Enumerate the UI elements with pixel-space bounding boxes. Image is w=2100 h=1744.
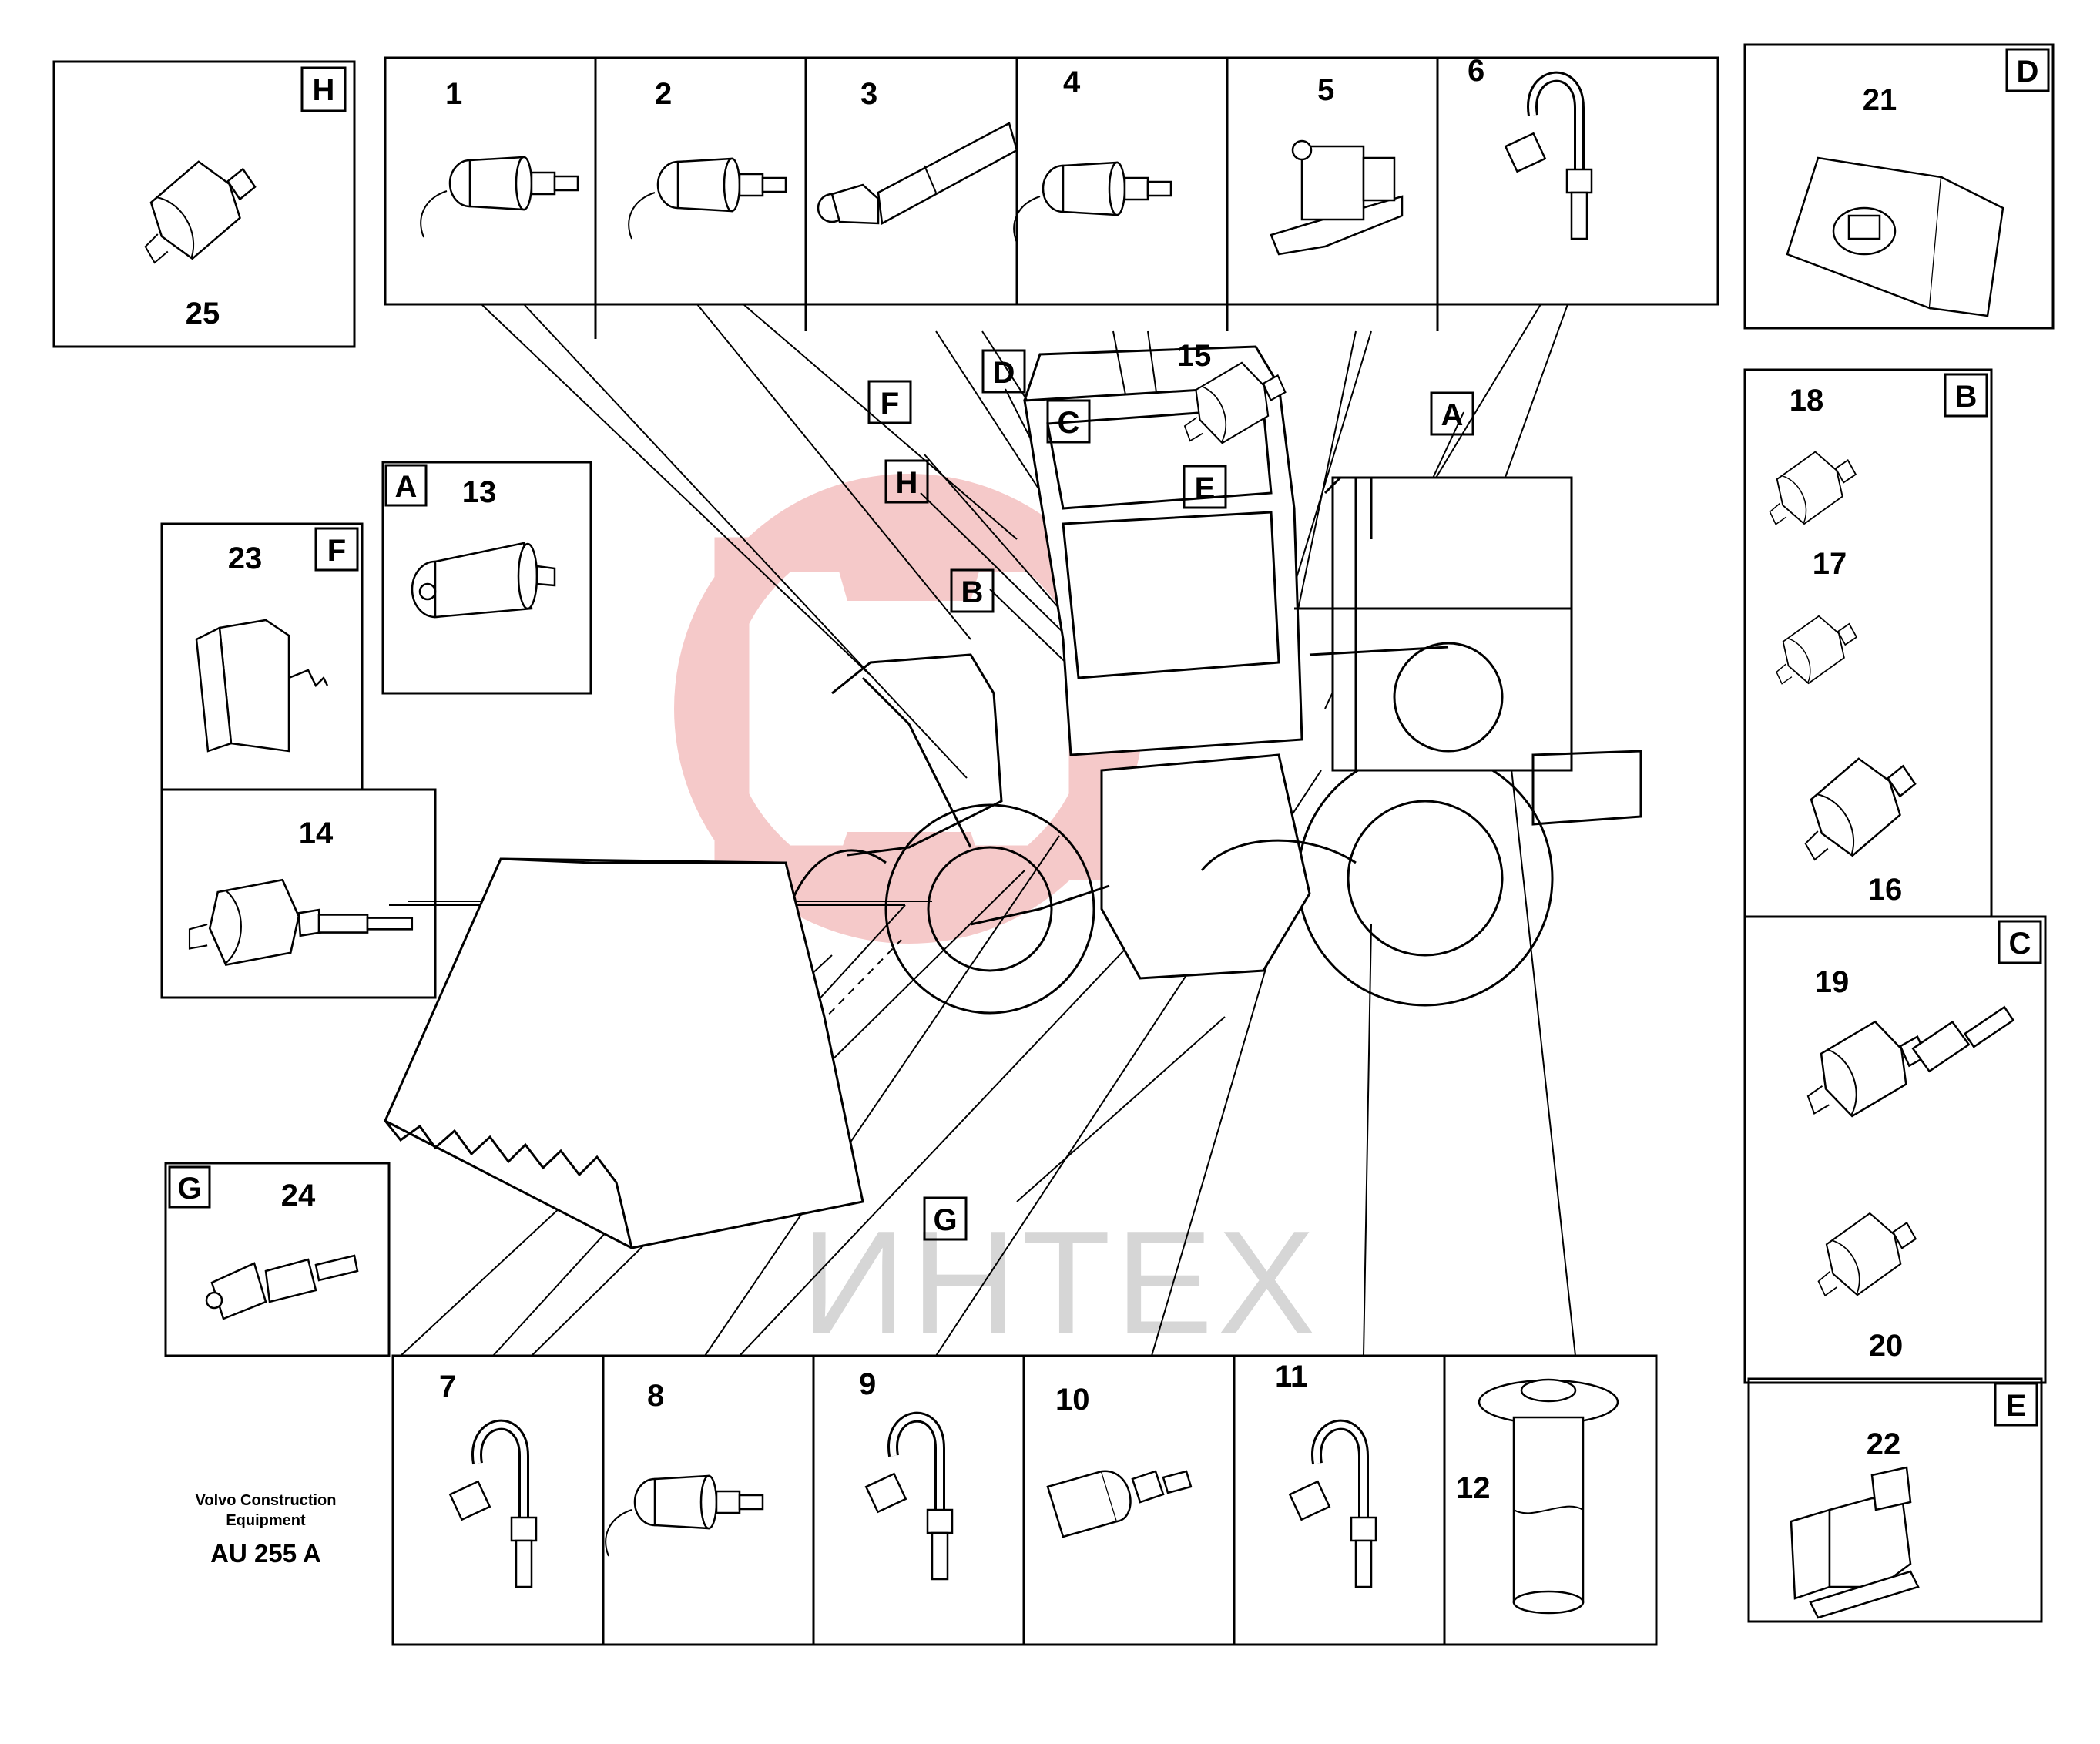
part-6-icon [1505, 77, 1592, 239]
group-box-a: A 13 [381, 461, 592, 695]
part-4-icon [1013, 161, 1172, 244]
part-3-number: 3 [860, 77, 877, 111]
part-24-icon [205, 1254, 359, 1320]
part-13-icon [411, 542, 556, 619]
part-12-number: 12 [1456, 1471, 1491, 1505]
caption-company-line2: Equipment [226, 1512, 306, 1529]
part-17-number: 17 [1813, 547, 1847, 581]
group-letter-g: G [177, 1172, 201, 1206]
part-7-number: 7 [439, 1370, 456, 1404]
machine-label-c: C [1058, 406, 1080, 440]
group-letter-b: B [1955, 380, 1978, 414]
bottom-parts-panel: 7 8 9 10 11 12 [391, 1354, 1658, 1646]
part-5-number: 5 [1317, 73, 1334, 107]
part-8-icon [605, 1474, 764, 1558]
part-20-number: 20 [1869, 1329, 1904, 1363]
part-22-number: 22 [1867, 1427, 1901, 1461]
part-16-icon [1780, 740, 1932, 874]
group-box-c: C 19 20 [1743, 915, 2047, 1384]
part-14-icon [188, 878, 414, 966]
part-13-number: 13 [462, 475, 497, 509]
machine-label-g: G [933, 1203, 957, 1237]
part-23-icon [195, 619, 329, 753]
part-2-number: 2 [655, 77, 672, 111]
part-24-number: 24 [281, 1179, 316, 1212]
machine-label-f: F [881, 387, 899, 421]
group-letter-f: F [327, 534, 346, 568]
part-10-icon [1046, 1470, 1193, 1538]
caption-company: Volvo Construction [195, 1492, 337, 1509]
part-23-number: 23 [228, 542, 263, 575]
part-25-icon [120, 143, 272, 277]
part-11-icon [1290, 1425, 1376, 1587]
part-7-icon [450, 1425, 536, 1587]
group-letter-h: H [313, 73, 335, 107]
caption-drawing-code: AU 255 A [210, 1539, 321, 1568]
wheel-loader-drawing [384, 345, 1642, 1249]
part-2-icon [628, 157, 787, 240]
machine-label-h: H [896, 466, 918, 500]
part-19-icon [1790, 1008, 1938, 1129]
part-25-number: 25 [186, 297, 220, 330]
group-letter-e: E [2006, 1389, 2027, 1423]
part-10-number: 10 [1055, 1383, 1090, 1417]
machine-label-e: E [1195, 471, 1216, 505]
group-box-g: G 24 [164, 1162, 391, 1357]
part-9-icon [866, 1417, 952, 1579]
group-box-h: H 25 [52, 60, 356, 348]
part-21-icon [1786, 156, 2004, 317]
machine-label-a: A [1441, 398, 1464, 432]
watermark-text: ИНТЕХ [801, 1201, 1320, 1364]
caption-block: Volvo Construction Equipment AU 255 A [162, 1491, 370, 1571]
machine-labels: F D C H B E A G [867, 349, 1474, 1241]
group-letter-a: A [395, 470, 418, 504]
group-box-d: D 21 [1743, 43, 2055, 330]
group-box-b: B 18 17 16 [1743, 368, 1993, 918]
part-12-icon [1478, 1378, 1619, 1615]
part-17-icon [1762, 604, 1867, 695]
part-5-icon [1270, 139, 1404, 256]
part-22-icon [1790, 1466, 1920, 1619]
top-parts-panel: 1 2 3 4 5 6 [384, 54, 1719, 339]
machine-label-d: D [993, 356, 1015, 390]
part-11-number: 11 [1275, 1360, 1307, 1394]
part-21-number: 21 [1863, 83, 1897, 117]
group-letter-d: D [2017, 55, 2039, 89]
part-1-icon [420, 156, 579, 239]
part-15-number: 15 [1177, 339, 1212, 373]
part-19-number: 19 [1815, 965, 1850, 999]
part-16-number: 16 [1868, 873, 1903, 907]
part-14-number: 14 [299, 817, 334, 850]
part-18-icon [1754, 439, 1867, 536]
part-3-icon [817, 122, 1018, 225]
group-letter-c: C [2009, 927, 2031, 961]
part-20-icon [1800, 1199, 1928, 1309]
part-8-number: 8 [647, 1379, 664, 1413]
part-6-number: 6 [1468, 54, 1484, 88]
part-18-number: 18 [1790, 384, 1824, 418]
part-4-number: 4 [1063, 65, 1081, 99]
part-9-number: 9 [859, 1367, 876, 1401]
group-box-f: F 23 14 [160, 522, 437, 999]
machine-label-b: B [961, 575, 984, 609]
part-1-number: 1 [445, 77, 462, 111]
group-box-e: E 22 [1747, 1377, 2043, 1623]
